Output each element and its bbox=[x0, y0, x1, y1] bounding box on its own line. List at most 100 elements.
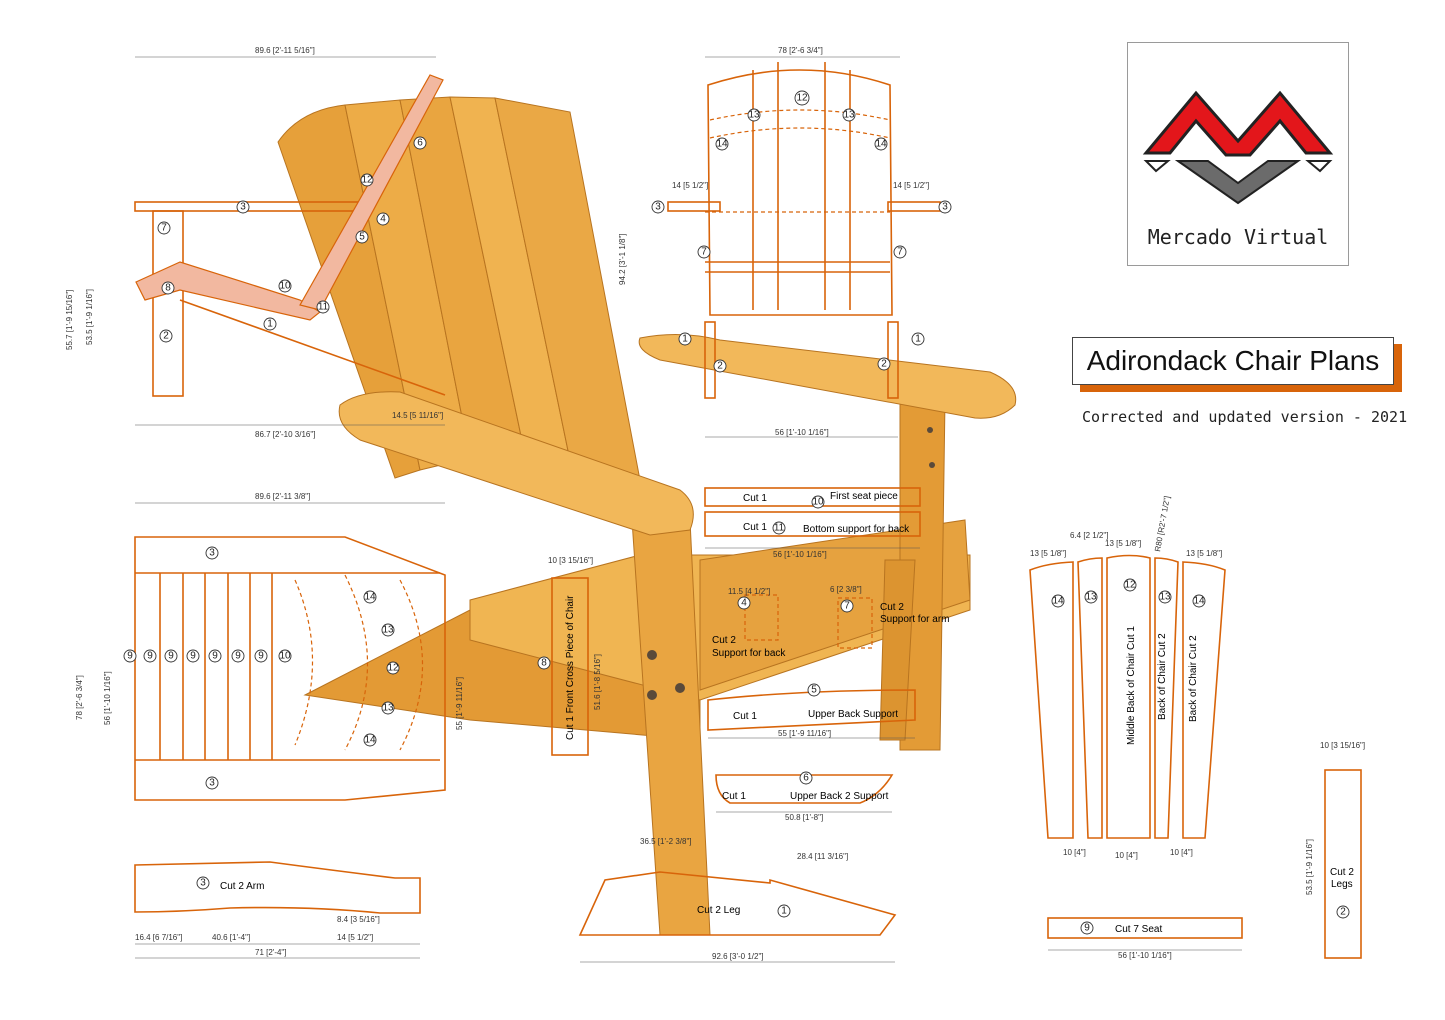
dim-slat-64: 6.4 [2 1/2"] bbox=[1070, 531, 1108, 540]
part-13-front-l: 13 bbox=[748, 110, 760, 121]
part-14-plan-b: 14 bbox=[364, 735, 376, 746]
part-6-cut: 6 bbox=[803, 773, 809, 784]
label-bottom-support: Bottom support for back bbox=[803, 524, 910, 535]
dim-arm-164: 16.4 [6 7/16"] bbox=[135, 933, 182, 942]
label-middle-back: Middle Back of Chair Cut 1 bbox=[1126, 626, 1137, 745]
leg-piece: Cut 2 Leg 36.5 [1'-2 3/8"] 28.4 [11 3/16… bbox=[578, 837, 897, 963]
dim-arm-total: 71 [2'-4"] bbox=[255, 948, 287, 957]
part-1-front-l: 1 bbox=[682, 334, 688, 345]
part-11-side: 11 bbox=[318, 302, 329, 313]
part-9-plan-3: 9 bbox=[168, 651, 174, 662]
part-13-plan-a: 13 bbox=[382, 625, 394, 636]
part-3-top: 3 bbox=[240, 202, 246, 213]
dim-slats-10c: 10 [4"] bbox=[1170, 848, 1193, 857]
part-7-front-r: 7 bbox=[897, 247, 903, 258]
part-7-cut: 7 bbox=[844, 601, 850, 612]
dim-side-width: 89.6 [2'-11 5/16"] bbox=[255, 46, 315, 55]
part-7-front-l: 7 bbox=[701, 247, 707, 258]
part-12-plan: 12 bbox=[387, 663, 399, 674]
front-view: 78 [2'-6 3/4"] 56 [1'-10 1/16"] 94.2 [3'… bbox=[618, 46, 941, 438]
front-cross-piece bbox=[551, 577, 589, 756]
brand-name: Mercado Virtual bbox=[1147, 225, 1329, 249]
part-5-cut: 5 bbox=[811, 685, 817, 696]
part-12-side: 12 bbox=[361, 175, 373, 186]
part-10-side: 10 bbox=[279, 281, 291, 292]
part-13-plan-b: 13 bbox=[382, 703, 394, 714]
part-11-cut: 11 bbox=[774, 523, 785, 534]
part-8-cut: 8 bbox=[541, 658, 547, 669]
dim-arm-13: 14 [5 1/2"] bbox=[672, 181, 708, 190]
brand-logo-box: Mercado Virtual bbox=[1127, 42, 1349, 266]
label-support-arm-cut: Cut 2 bbox=[880, 602, 904, 613]
part-9-plan-6: 9 bbox=[235, 651, 241, 662]
part-9-plan-1: 9 bbox=[127, 651, 133, 662]
dim-slats-10b: 10 [4"] bbox=[1115, 851, 1138, 860]
label-seat-cut: Cut 7 Seat bbox=[1115, 924, 1162, 935]
part-2-front-l: 2 bbox=[717, 361, 723, 372]
dim-top-width: 89.6 [2'-11 3/8"] bbox=[255, 492, 310, 501]
part-2-legs: 2 bbox=[1340, 907, 1346, 918]
part-4-cut: 4 bbox=[741, 598, 747, 609]
chair-render bbox=[277, 96, 1017, 936]
label-cut1-first: Cut 1 bbox=[743, 493, 767, 504]
part-2-side: 2 bbox=[163, 331, 169, 342]
page-title: Adirondack Chair Plans bbox=[1086, 345, 1380, 376]
dim-back-55: 55 [1'-9 11/16"] bbox=[778, 729, 831, 738]
part-1-side: 1 bbox=[267, 319, 273, 330]
dim-slat-w: 13 [5 1/8"] bbox=[1105, 539, 1141, 548]
label-upper-back2-cut: Cut 1 bbox=[722, 791, 746, 802]
part-12-front: 12 bbox=[796, 93, 808, 104]
dim-arm-84: 8.4 [3 5/16"] bbox=[337, 915, 380, 924]
dim-support-6: 6 [2 3/8"] bbox=[830, 585, 862, 594]
part-7-side: 7 bbox=[161, 223, 167, 234]
label-support-back: Support for back bbox=[712, 648, 786, 659]
seat-slat: Cut 7 Seat 56 [1'-10 1/16"] bbox=[1047, 917, 1243, 960]
part-3-arm: 3 bbox=[200, 878, 206, 889]
label-front-cross: Cut 1 Front Cross Piece of Chair bbox=[565, 595, 576, 740]
part-9-plan-2: 9 bbox=[147, 651, 153, 662]
rear-leg-piece: Cut 2 Legs 10 [3 15/16"] 53.5 [1'-9 1/16… bbox=[1305, 741, 1365, 959]
part-6-side: 6 bbox=[417, 138, 423, 149]
part-3-front-r: 3 bbox=[942, 202, 948, 213]
brand-logo-icon bbox=[1142, 90, 1334, 205]
upper-back-2-support bbox=[715, 774, 894, 804]
dim-slats-10a: 10 [4"] bbox=[1063, 848, 1086, 857]
part-12-slat: 12 bbox=[1124, 580, 1136, 591]
dim-cross-w: 10 [3 15/16"] bbox=[548, 556, 593, 565]
dim-slat-180: R80 [R2'-7 1/2"] bbox=[1153, 495, 1172, 552]
part-8-side: 8 bbox=[165, 283, 171, 294]
dim-arm-14b: 14 [5 1/2"] bbox=[337, 933, 373, 942]
part-9-plan-4: 9 bbox=[190, 651, 196, 662]
part-13-front-r: 13 bbox=[843, 110, 855, 121]
part-9-seat: 9 bbox=[1084, 923, 1090, 934]
title-box: Adirondack Chair Plans bbox=[1072, 337, 1394, 385]
part-14-front-l: 14 bbox=[716, 139, 728, 150]
side-view: 89.6 [2'-11 5/16"] 86.7 [2'-10 3/16"] 14… bbox=[65, 46, 446, 439]
label-arm-cut: Cut 2 Arm bbox=[220, 881, 264, 892]
dim-leg-w: 10 [3 15/16"] bbox=[1320, 741, 1365, 750]
part-2-front-r: 2 bbox=[881, 359, 887, 370]
dim-front-cross: 51.6 [1'-8 5/16"] bbox=[593, 654, 602, 710]
label-legs-cut: Cut 2 bbox=[1330, 867, 1354, 878]
label-upper-back-cut: Cut 1 bbox=[733, 711, 757, 722]
dim-seat-56: 56 [1'-10 1/16"] bbox=[1118, 951, 1172, 960]
dim-leg-h: 53.5 [1'-9 1/16"] bbox=[1305, 839, 1314, 895]
dim-arm-gap: 14.5 [5 11/16"] bbox=[392, 411, 443, 420]
dim-leg-284: 28.4 [11 3/16"] bbox=[797, 852, 848, 861]
top-view: 89.6 [2'-11 3/8"] 78 [2'-6 3/4"] 56 [1'-… bbox=[75, 492, 464, 801]
dim-support-115: 11.5 [4 1/2"] bbox=[728, 587, 770, 596]
dim-top-h2: 56 [1'-10 1/16"] bbox=[103, 671, 112, 725]
part-14-plan-a: 14 bbox=[364, 592, 376, 603]
part-3-plan-bot: 3 bbox=[209, 778, 215, 789]
label-back-14: Back of Chair Cut 2 bbox=[1188, 635, 1199, 722]
first-seat-piece bbox=[704, 487, 921, 507]
part-1-front-r: 1 bbox=[915, 334, 921, 345]
dim-side-base: 86.7 [2'-10 3/16"] bbox=[255, 430, 315, 439]
part-10-cut: 10 bbox=[812, 497, 824, 508]
label-leg-cut: Cut 2 Leg bbox=[697, 905, 740, 916]
label-support-back-cut: Cut 2 bbox=[712, 635, 736, 646]
part-numbers: 3 7 2 1 6 10 11 12 4 5 8 12 13 13 14 14 … bbox=[123, 90, 1350, 935]
dim-slat-13b: 13 [5 1/8"] bbox=[1186, 549, 1222, 558]
label-support-arm: Support for arm bbox=[880, 614, 949, 625]
